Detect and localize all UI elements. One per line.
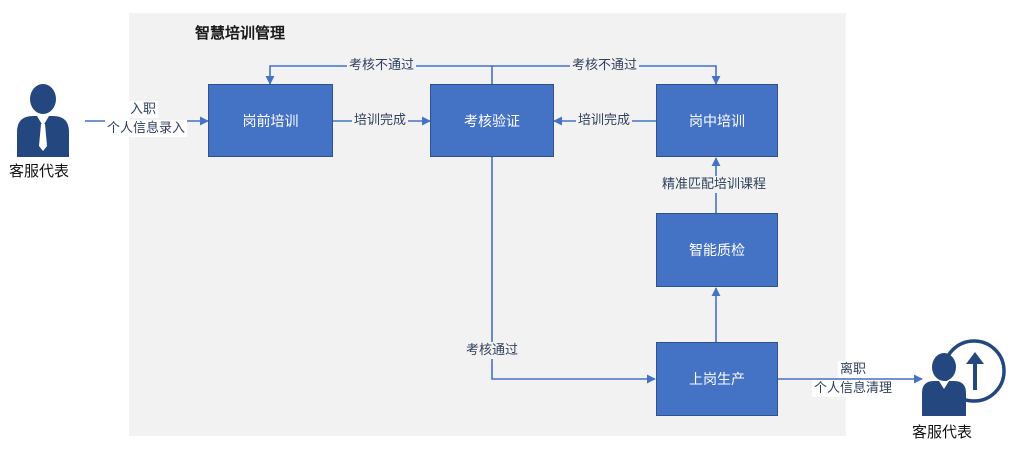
diagram-title: 智慧培训管理 bbox=[195, 24, 286, 42]
person-upload-icon bbox=[922, 339, 1006, 416]
edge-label-match-courses: 精准匹配培训课程 bbox=[660, 176, 769, 193]
edge-label-leave-line1: 离职 bbox=[838, 361, 869, 378]
edge-label-onboard-line2: 个人信息录入 bbox=[105, 120, 188, 137]
edge-label-fail-right: 考核不通过 bbox=[570, 57, 640, 74]
edge-label-onboard-line1: 入职 bbox=[128, 101, 159, 118]
actor-right-label: 客服代表 bbox=[912, 423, 973, 441]
edge-label-fail-left: 考核不通过 bbox=[347, 57, 417, 74]
arrow-pass bbox=[491, 157, 656, 384]
node-pre-training: 岗前培训 bbox=[208, 84, 333, 157]
edge-label-pre-to-assess: 培训完成 bbox=[352, 112, 409, 129]
edge-label-pass: 考核通过 bbox=[464, 342, 521, 359]
actor-left-label: 客服代表 bbox=[9, 162, 70, 180]
edge-label-leave-line2: 个人信息清理 bbox=[812, 380, 895, 397]
node-on-job-training: 岗中培训 bbox=[656, 84, 778, 157]
person-tie-icon bbox=[17, 84, 69, 157]
arrow-fail-right bbox=[492, 65, 721, 85]
edge-label-onjob-to-assess: 培训完成 bbox=[576, 112, 633, 129]
node-assessment: 考核验证 bbox=[430, 84, 554, 157]
node-smart-qc: 智能质检 bbox=[656, 213, 778, 287]
node-production: 上岗生产 bbox=[656, 342, 778, 416]
